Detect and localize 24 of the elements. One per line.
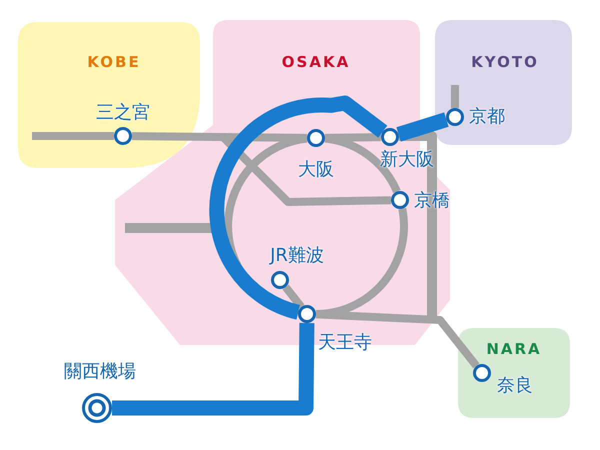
rail-line (132, 132, 308, 142)
airport-marker (82, 393, 112, 423)
rail-line (32, 132, 114, 140)
station-name: 大阪 (298, 160, 334, 180)
rail-line (324, 133, 382, 142)
station-name: JR難波 (270, 246, 324, 266)
rail-line (451, 85, 459, 108)
station-name: 京橋 (414, 191, 450, 211)
station-name: 三之宮 (96, 103, 150, 123)
region-heading: KYOTO (471, 53, 539, 71)
station-name: 京都 (469, 107, 505, 127)
rail-line (316, 310, 480, 368)
rail-line (209, 96, 388, 320)
station-name: 奈良 (497, 376, 533, 396)
rail-line (396, 112, 449, 142)
station-name: 關西機場 (64, 362, 136, 382)
region-heading: OSAKA (282, 53, 350, 71)
region-heading: KOBE (87, 53, 141, 71)
station-name: 天王寺 (318, 333, 372, 353)
rail-line (112, 322, 314, 416)
region-heading: NARA (486, 340, 542, 358)
station-name: 新大阪 (380, 150, 434, 170)
rail-line (219, 133, 392, 206)
rail-line (282, 284, 305, 310)
